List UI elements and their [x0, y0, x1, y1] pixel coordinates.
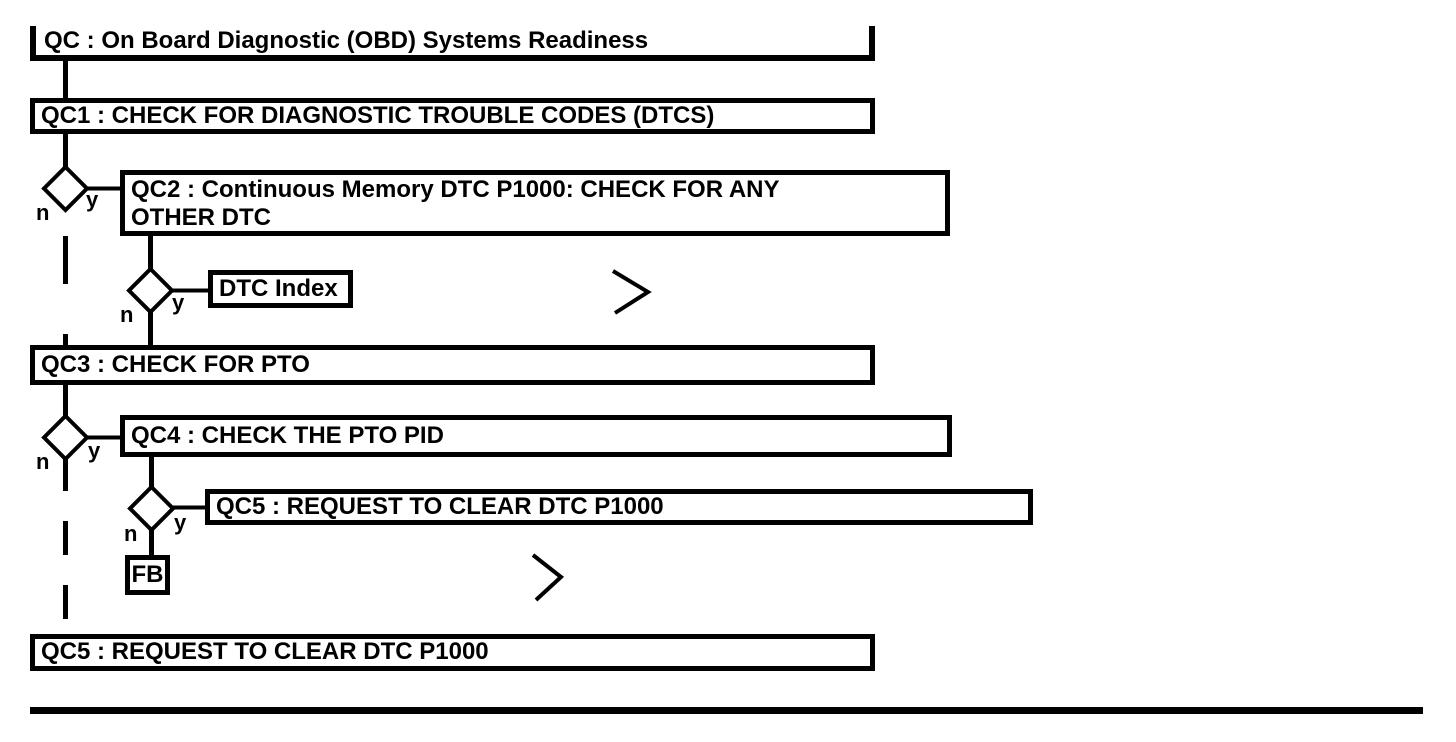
node-qc2-line2: OTHER DTC [131, 204, 271, 231]
branch-label-no: n [120, 302, 134, 327]
right-chevron-icon[interactable] [611, 269, 652, 315]
decision-diamond [41, 413, 90, 462]
node-qc2-line1: QC2 : Continuous Memory DTC P1000: CHECK… [131, 176, 780, 203]
node-qc4[interactable]: QC4 : CHECK THE PTO PID [120, 415, 952, 457]
right-chevron-icon[interactable] [531, 553, 565, 602]
branch-label-yes: y [172, 290, 185, 315]
branch-label-yes: y [174, 510, 187, 535]
bottom-divider [30, 707, 1423, 714]
branch-label-yes: y [86, 187, 99, 212]
node-dtc-index[interactable]: DTC Index [208, 270, 353, 308]
node-qc1[interactable]: QC1 : CHECK FOR DIAGNOSTIC TROUBLE CODES… [30, 98, 875, 134]
node-qc5-branch[interactable]: QC5 : REQUEST TO CLEAR DTC P1000 [205, 489, 1033, 525]
node-fb[interactable]: FB [125, 555, 170, 595]
node-qc5-final[interactable]: QC5 : REQUEST TO CLEAR DTC P1000 [30, 634, 875, 671]
decision-diamond [127, 484, 176, 533]
branch-label-yes: y [88, 438, 101, 463]
node-qc2[interactable]: QC2 : Continuous Memory DTC P1000: CHECK… [120, 170, 950, 236]
branch-label-no: n [124, 521, 138, 546]
decision-diamond [126, 266, 175, 315]
decision-diamond [41, 164, 90, 213]
node-qc-title[interactable]: QC : On Board Diagnostic (OBD) Systems R… [30, 26, 875, 61]
node-qc3[interactable]: QC3 : CHECK FOR PTO [30, 345, 875, 385]
branch-label-no: n [36, 200, 50, 225]
branch-label-no: n [36, 449, 50, 474]
